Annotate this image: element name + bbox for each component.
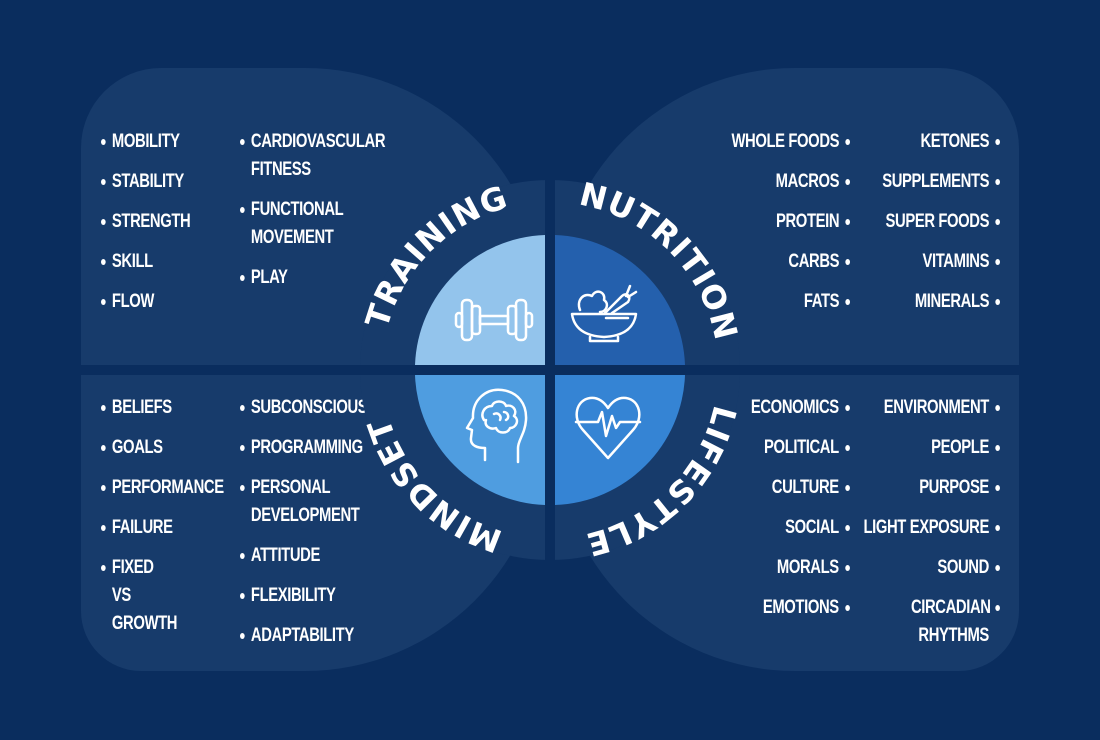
list-item: PEOPLE	[864, 434, 1000, 462]
list-item: CIRCADIAN RHYTHMS	[911, 594, 1000, 650]
list-item: CULTURE	[751, 474, 850, 502]
list-item: LIGHT EXPOSURE	[864, 514, 1000, 542]
list-item: FLEXIBILITY	[240, 582, 365, 610]
list-item: FIXED VS GROWTH	[101, 554, 177, 638]
list-item: SKILL	[101, 248, 190, 276]
list-item: FLOW	[101, 288, 190, 316]
list-item: GOALS	[101, 434, 224, 462]
list-item: SOCIAL	[751, 514, 850, 542]
list-item: FAILURE	[101, 514, 224, 542]
list-item: STABILITY	[101, 168, 190, 196]
list-item: ENVIRONMENT	[864, 394, 1000, 422]
list-item: ADAPTABILITY	[240, 622, 365, 650]
list-item: PERFORMANCE	[101, 474, 224, 502]
list-item: ATTITUDE	[240, 542, 365, 570]
list-item: MORALS	[751, 554, 850, 582]
list-item: FATS	[731, 288, 851, 316]
list-item: MACROS	[731, 168, 851, 196]
list-item: POLITICAL	[751, 434, 850, 462]
list-item: WHOLE FOODS	[731, 128, 851, 156]
list-item: FUNCTIONAL MOVEMENT	[240, 196, 396, 252]
list-item: CARBS	[731, 248, 851, 276]
salad-bowl-icon	[570, 284, 638, 343]
list-item: ECONOMICS	[751, 394, 850, 422]
list-item: SUBCONSCIOUS	[240, 394, 368, 422]
list-item: MOBILITY	[101, 128, 190, 156]
list-item: SUPPLEMENTS	[882, 168, 1001, 196]
list-item: PROTEIN	[731, 208, 851, 236]
lifestyle-list-1: ECONOMICS POLITICAL CULTURE SOCIAL MORAL…	[751, 394, 850, 634]
dumbbell-icon	[454, 298, 534, 342]
nutrition-list-1: WHOLE FOODS MACROS PROTEIN CARBS FATS	[731, 128, 851, 328]
list-item: KETONES	[882, 128, 1001, 156]
lifestyle-list-2: ENVIRONMENT PEOPLE PURPOSE LIGHT EXPOSUR…	[864, 394, 1000, 662]
list-item: BELIEFS	[101, 394, 224, 422]
training-list-1: MOBILITY STABILITY STRENGTH SKILL FLOW	[101, 128, 191, 328]
list-item: SOUND	[864, 554, 1000, 582]
list-item: PURPOSE	[864, 474, 1000, 502]
training-quadrant	[415, 235, 545, 365]
mindset-list-1: BELIEFS GOALS PERFORMANCE FAILURE FIXED …	[101, 394, 224, 650]
lifestyle-quadrant	[555, 375, 685, 505]
mindset-list-2: SUBCONSCIOUS PROGRAMMING PERSONAL DEVELO…	[240, 394, 368, 662]
heart-pulse-icon	[574, 396, 642, 460]
list-item: EMOTIONS	[751, 594, 850, 622]
list-item: VITAMINS	[882, 248, 1001, 276]
training-list-2: CARDIOVASCULAR FITNESS FUNCTIONAL MOVEME…	[240, 128, 396, 304]
list-item: PERSONAL DEVELOPMENT	[240, 474, 365, 530]
list-item: CARDIOVASCULAR FITNESS	[240, 128, 396, 184]
nutrition-list-2: KETONES SUPPLEMENTS SUPER FOODS VITAMINS…	[882, 128, 1001, 328]
list-item: SUPER FOODS	[882, 208, 1001, 236]
list-item: MINERALS	[882, 288, 1001, 316]
brain-head-icon	[465, 388, 528, 464]
list-item: PROGRAMMING	[240, 434, 365, 462]
list-item: STRENGTH	[101, 208, 191, 236]
list-item: PLAY	[240, 264, 396, 292]
